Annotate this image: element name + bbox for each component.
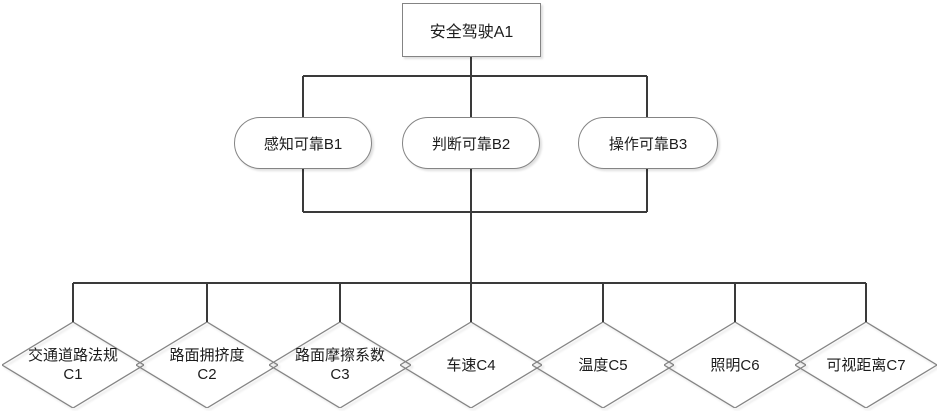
node-factor-c5: 温度C5 [532, 322, 674, 408]
diamond-shape [795, 322, 937, 408]
node-label: 可视距离C7 [826, 356, 906, 374]
diamond-shape [532, 322, 674, 408]
node-label: 操作可靠B3 [608, 135, 688, 153]
connector-path [72, 57, 867, 322]
node-label: 感知可靠B1 [263, 135, 343, 153]
node-factor-c6: 照明C6 [664, 322, 806, 408]
node-label: 照明C6 [710, 356, 760, 374]
node-label: 交通道路法规 C1 [27, 347, 118, 383]
diamond-shape [2, 322, 144, 408]
diamond-shape [664, 322, 806, 408]
node-label: 判断可靠B2 [431, 135, 511, 153]
diamond-shape [269, 322, 411, 408]
diamond-shape [136, 322, 278, 408]
node-label: 温度C5 [578, 356, 628, 374]
node-factor-c4: 车速C4 [400, 322, 542, 408]
node-factor-c2: 路面拥挤度 C2 [136, 322, 278, 408]
node-label: 安全驾驶A1 [429, 24, 514, 41]
node-factor-c1: 交通道路法规 C1 [2, 322, 144, 408]
node-label: 路面拥挤度 C2 [169, 347, 245, 383]
node-goal-a1: 安全驾驶A1 [402, 3, 541, 57]
node-criterion-b3: 操作可靠B3 [578, 117, 718, 169]
node-criterion-b2: 判断可靠B2 [402, 117, 540, 169]
node-criterion-b1: 感知可靠B1 [234, 117, 372, 169]
node-factor-c7: 可视距离C7 [795, 322, 937, 408]
node-factor-c3: 路面摩擦系数 C3 [269, 322, 411, 408]
node-label: 车速C4 [446, 356, 496, 374]
diamond-shape [400, 322, 542, 408]
node-label: 路面摩擦系数 C3 [294, 347, 385, 383]
